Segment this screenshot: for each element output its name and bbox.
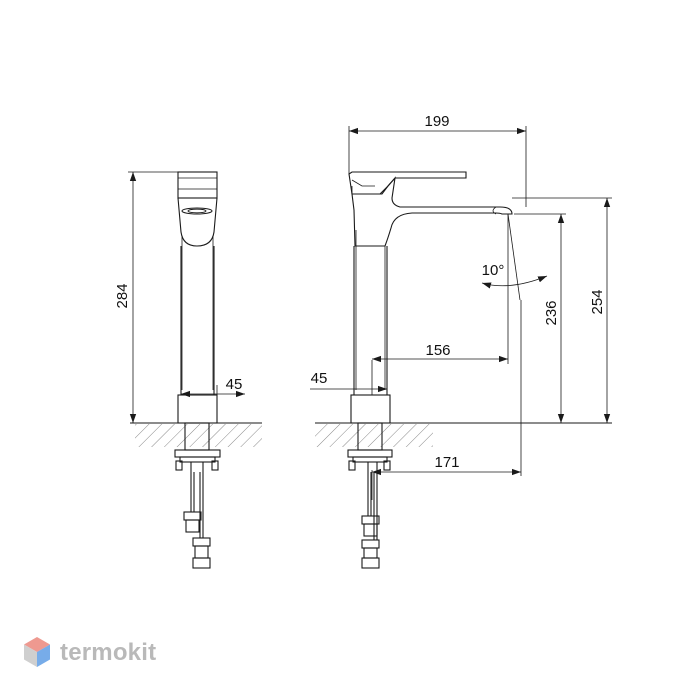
faucet-front-view [174,171,221,569]
dimension-label-254: 254 [589,289,606,314]
dimension-label-171: 171 [434,454,459,471]
countertop-left [130,422,262,447]
dimension-label-45-front: 45 [226,376,243,393]
dimension-label-10-degree: 10° [482,262,505,279]
dimension-angle-10: 10° [482,213,548,301]
dimension-label-45-side: 45 [311,370,328,387]
dimension-reach-156: 156 [372,214,509,364]
dimension-depth-45-front: 45 [181,376,245,398]
dimension-label-284: 284 [114,283,131,308]
dimension-height-254: 254 [512,197,612,423]
dimension-label-156: 156 [425,342,450,359]
termokit-logo-icon [24,637,50,667]
dimension-height-236: 236 [514,213,566,423]
watermark-text: termokit [60,639,157,666]
termokit-watermark: termokit [22,636,156,670]
dimension-label-199: 199 [424,113,449,130]
dimension-width-199: 199 [348,113,527,207]
countertop-right [315,422,612,447]
dimension-reach-171: 171 [371,300,522,500]
faucet-side-view [347,171,513,569]
dimension-label-236: 236 [543,300,560,325]
dimension-height-284: 284 [114,171,178,423]
dimension-depth-45-side: 45 [310,360,387,395]
